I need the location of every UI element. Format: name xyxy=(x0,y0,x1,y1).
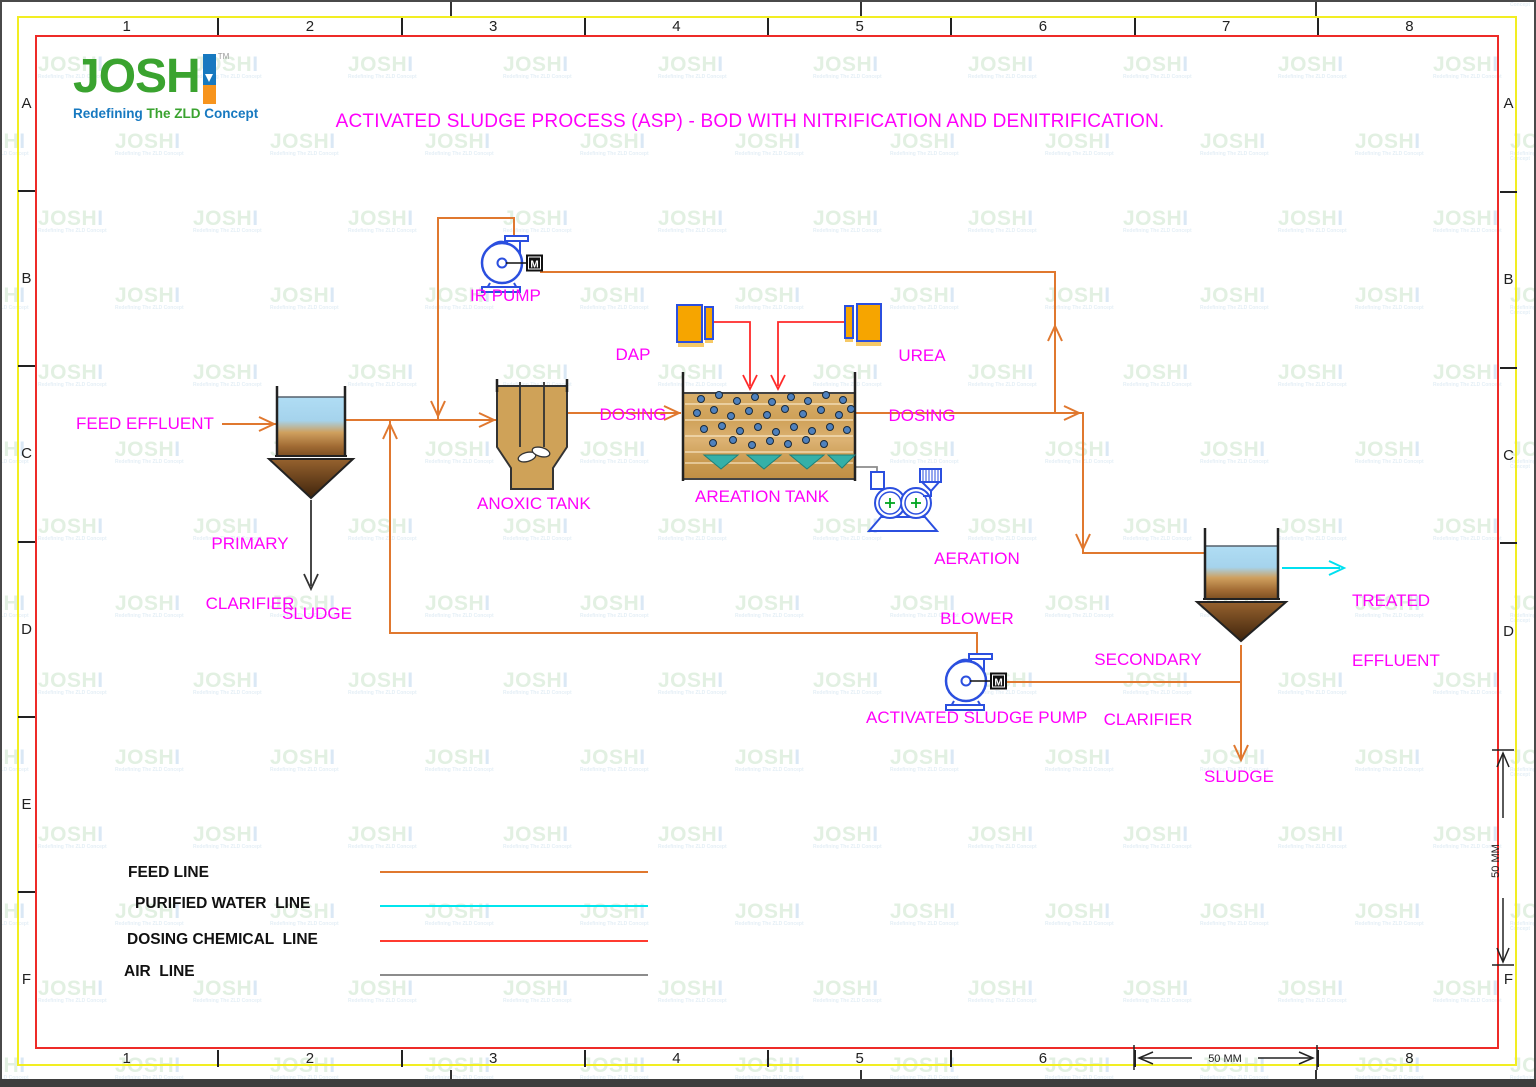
label-urea-dosing: UREA DOSING xyxy=(888,346,956,425)
label-feed-effluent: FEED EFFLUENT xyxy=(76,414,214,433)
grid-col-label: 3 xyxy=(403,1050,586,1067)
label-anoxic-tank: ANOXIC TANK xyxy=(477,494,591,513)
scale-label: 50 MM xyxy=(1490,844,1502,878)
grid-row-label: C xyxy=(1500,369,1517,545)
logo: JOSH TM Redefining The ZLD Concept xyxy=(73,50,259,122)
grid-row-label: D xyxy=(18,543,35,718)
grid-ruler-right: A B C D F xyxy=(1500,17,1517,1066)
label-dap-dosing: DAP DOSING xyxy=(599,345,667,424)
label-activated-sludge-pump: ACTIVATED SLUDGE PUMP xyxy=(866,708,1088,727)
grid-col-label: 1 xyxy=(36,1050,220,1067)
grid-col-label: 8 xyxy=(1405,18,1414,35)
drawing-title: ACTIVATED SLUDGE PROCESS (ASP) - BOD WIT… xyxy=(335,111,1165,132)
grid-row-label: F xyxy=(1503,970,1514,988)
activated-sludge-pump-symbol: M xyxy=(944,653,1007,711)
legend-line-dosing-chemical xyxy=(380,940,648,942)
grid-col-label: 2 xyxy=(219,18,403,35)
feed-lines xyxy=(222,217,1249,763)
grid-row-label: A xyxy=(1500,17,1517,193)
motor-label: M xyxy=(530,260,538,271)
grid-col-label: 4 xyxy=(586,1050,769,1067)
grid-col-label: 6 xyxy=(952,18,1136,35)
sheet-edge xyxy=(0,1079,1536,1087)
urea-dosing-pump-symbol xyxy=(844,303,882,346)
sheet-centering-mark xyxy=(450,0,452,16)
logo-brand: JOSH xyxy=(73,50,201,103)
grid-row-label: C xyxy=(18,367,35,543)
sheet-edge xyxy=(1534,0,1536,1087)
logo-tm: TM xyxy=(217,52,230,61)
legend-label-purified-water: PURIFIED WATER LINE xyxy=(135,895,311,912)
grid-col-label: 1 xyxy=(36,18,220,35)
grid-col-label: 2 xyxy=(219,1050,403,1067)
scale-label: 50 MM xyxy=(1208,1053,1242,1065)
dap-dosing-pump-symbol xyxy=(676,304,714,347)
scale-bar-right: 50 MM xyxy=(1490,749,1514,966)
down-arrow-icon xyxy=(205,74,214,82)
grid-row-label: B xyxy=(1500,193,1517,369)
legend-line-purified-water xyxy=(380,905,648,907)
logo-tagline: Redefining The ZLD Concept xyxy=(73,106,259,121)
motor-label: M xyxy=(994,678,1002,689)
label-secondary-clarifier: SECONDARY CLARIFIER xyxy=(1094,650,1202,729)
legend-label-air: AIR LINE xyxy=(124,963,195,980)
scale-bar-bottom: 50 MM xyxy=(1133,1045,1318,1070)
sheet-centering-mark xyxy=(1315,0,1317,16)
grid-row-label: D xyxy=(1503,622,1514,640)
border-red xyxy=(35,35,1499,1049)
primary-sludge-line xyxy=(303,500,319,592)
legend-line-air xyxy=(380,974,648,976)
grid-ruler-top: 1 2 3 4 5 6 7 8 xyxy=(36,18,1500,35)
sheet-centering-mark xyxy=(860,1070,862,1086)
ir-pump-symbol: M xyxy=(480,235,543,293)
grid-row-label: A xyxy=(18,17,35,193)
sheet-centering-mark xyxy=(1315,1070,1317,1086)
legend-line-feed xyxy=(380,871,648,873)
grid-row-label: E xyxy=(18,718,35,893)
sheet-edge xyxy=(0,0,1536,2)
legend-label-dosing-chemical: DOSING CHEMICAL LINE xyxy=(127,931,318,948)
grid-row-label: F xyxy=(21,970,32,988)
grid-col-label: 8 xyxy=(1405,1050,1414,1067)
grid-col-label: 7 xyxy=(1136,18,1319,35)
grid-col-label: 3 xyxy=(403,18,586,35)
label-aeration-tank: AREATION TANK xyxy=(695,487,830,506)
air-bubbles xyxy=(693,391,855,449)
dosing-lines xyxy=(713,321,845,392)
label-primary-clarifier: PRIMARY CLARIFIER xyxy=(205,534,295,613)
grid-ruler-left: A B C D E F xyxy=(18,17,35,1066)
sheet-centering-mark xyxy=(450,1070,452,1086)
label-aeration-blower: AERATION BLOWER xyxy=(934,549,1020,628)
sheet-edge xyxy=(0,0,2,1087)
diffusers xyxy=(702,454,857,470)
aeration-tank-symbol xyxy=(681,372,857,481)
logo-i-bar xyxy=(202,54,216,104)
secondary-clarifier-symbol xyxy=(1194,528,1289,643)
label-secondary-sludge: SLUDGE xyxy=(1204,767,1274,786)
label-treated-effluent: TREATED EFFLUENT xyxy=(1352,591,1440,670)
primary-clarifier-symbol xyxy=(266,386,356,500)
sheet-centering-mark xyxy=(860,0,862,16)
grid-col-label: 5 xyxy=(769,1050,953,1067)
purified-water-line xyxy=(1282,560,1347,576)
anoxic-tank-symbol xyxy=(495,379,569,490)
legend-label-feed: FEED LINE xyxy=(128,864,209,881)
label-primary-sludge: SLUDGE xyxy=(282,604,352,623)
label-ir-pump: IR PUMP xyxy=(470,286,541,305)
grid-col-label: 4 xyxy=(586,18,769,35)
grid-row-label: B xyxy=(18,192,35,368)
grid-col-label: 5 xyxy=(769,18,953,35)
aeration-blower-symbol xyxy=(866,468,942,532)
